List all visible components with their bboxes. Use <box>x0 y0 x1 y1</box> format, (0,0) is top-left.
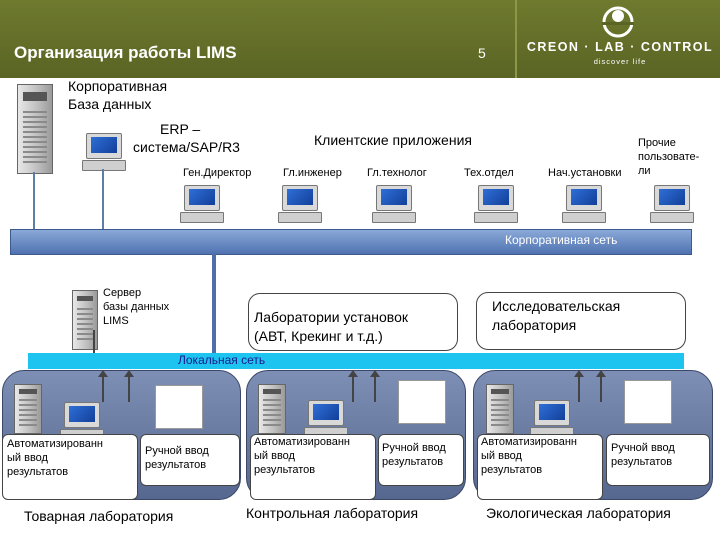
auto-input-label-2: ый ввод <box>481 450 522 462</box>
lab-technician-icon <box>624 380 672 424</box>
manual-input-label: Ручной ввод <box>145 445 209 457</box>
erp-label: ERP – <box>160 121 200 137</box>
client-label: Нач.установки <box>548 167 622 179</box>
client-label: Ген.Директор <box>183 167 251 179</box>
erp-connector <box>102 169 104 230</box>
arrow-up-icon <box>600 376 602 402</box>
client-computer-icon <box>372 185 414 225</box>
lab-technician-icon <box>398 380 446 424</box>
creon-logo-icon <box>598 5 638 39</box>
slide-number: 5 <box>478 45 486 61</box>
research-lab-label: Исследовательская <box>492 298 620 314</box>
auto-input-label: Автоматизированн <box>481 436 577 448</box>
arrow-up-icon <box>578 376 580 402</box>
lims-server-label-3: LIMS <box>103 315 129 327</box>
other-users-label-3: ли <box>638 165 651 177</box>
auto-input-label-2: ый ввод <box>7 452 48 464</box>
corporate-network-label: Корпоративная сеть <box>505 233 617 247</box>
lab-device-icon <box>258 384 286 434</box>
network-uplink <box>212 253 216 353</box>
db-connector <box>33 172 35 230</box>
erp-label-2: система/SAP/R3 <box>133 139 240 155</box>
client-computer-icon <box>180 185 222 225</box>
client-computer-icon <box>474 185 516 225</box>
auto-input-label-3: результатов <box>254 464 315 476</box>
lab-device-icon <box>14 384 42 434</box>
manual-input-label-2: результатов <box>611 456 672 468</box>
research-lab-label-2: лаборатория <box>492 317 576 333</box>
logo-text: CREON · LAB · CONTROL <box>520 40 720 54</box>
lab-name: Контрольная лаборатория <box>246 505 418 521</box>
auto-input-label-3: результатов <box>7 466 68 478</box>
manual-input-label: Ручной ввод <box>382 442 446 454</box>
erp-computer-icon <box>82 133 124 173</box>
local-network-bar <box>28 353 684 369</box>
local-network-label: Локальная сеть <box>178 353 265 367</box>
auto-input-label: Автоматизированн <box>7 438 103 450</box>
auto-input-label-2: ый ввод <box>254 450 295 462</box>
other-users-label: Прочие <box>638 137 676 149</box>
client-apps-title: Клиентские приложения <box>314 132 472 148</box>
corporate-db-server-icon <box>17 84 53 174</box>
lims-server-label: Сервер <box>103 287 141 299</box>
arrow-up-icon <box>102 376 104 402</box>
client-computer-icon <box>650 185 692 225</box>
client-label: Гл.технолог <box>367 167 427 179</box>
lab-technician-icon <box>155 385 203 429</box>
page-title: Организация работы LIMS <box>14 43 237 63</box>
manual-input-label: Ручной ввод <box>611 442 675 454</box>
manual-input-label-2: результатов <box>382 456 443 468</box>
lims-server-label-2: базы данных <box>103 301 169 313</box>
arrow-up-icon <box>352 376 354 402</box>
header-divider <box>515 0 517 78</box>
lab-name: Товарная лаборатория <box>24 508 173 524</box>
arrow-up-icon <box>374 376 376 402</box>
corporate-db-label-2: База данных <box>68 96 151 112</box>
auto-input-label-3: результатов <box>481 464 542 476</box>
arrow-up-icon <box>128 376 130 402</box>
client-computer-icon <box>278 185 320 225</box>
lab-name: Экологическая лаборатория <box>486 505 671 521</box>
corporate-db-label: Корпоративная <box>68 78 167 94</box>
other-users-label-2: пользовате- <box>638 151 699 163</box>
plant-labs-label: Лаборатории установок <box>254 309 408 325</box>
logo-tagline: discover life <box>520 57 720 66</box>
auto-input-label: Автоматизированн <box>254 436 350 448</box>
manual-input-label-2: результатов <box>145 459 206 471</box>
client-label: Гл.инженер <box>283 167 342 179</box>
lims-connector <box>93 330 95 353</box>
client-computer-icon <box>562 185 604 225</box>
client-label: Тех.отдел <box>464 167 514 179</box>
lab-device-icon <box>486 384 514 434</box>
plant-labs-label-2: (АВТ, Крекинг и т.д.) <box>254 328 383 344</box>
